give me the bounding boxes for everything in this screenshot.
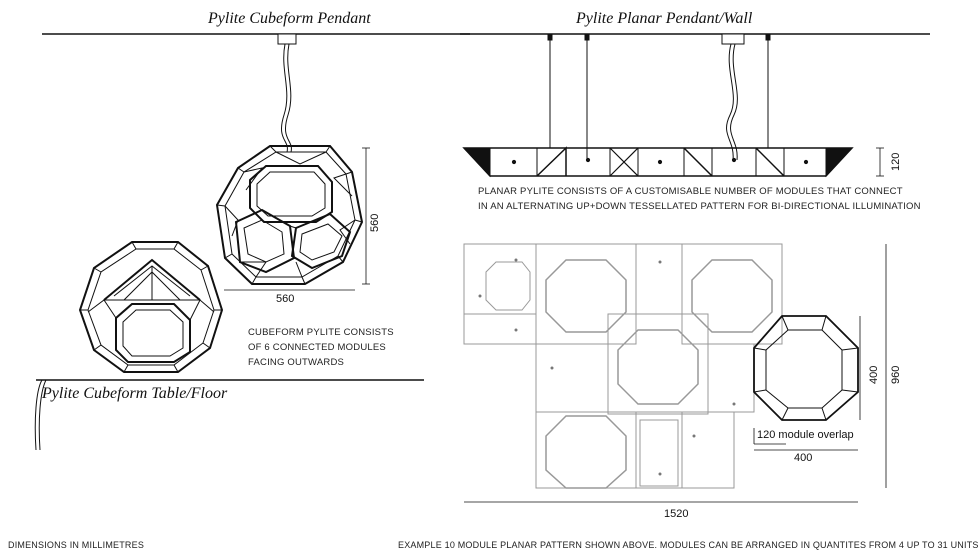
pendant-height-label: 560 [369,213,381,232]
cubeform-note-line3: FACING OUTWARDS [248,357,345,368]
floor-cable [34,379,43,451]
planar-pattern [463,243,783,489]
pattern-dimension-lines [464,244,887,503]
cubeform-note-line1: CUBEFORM PYLITE CONSISTS [248,327,394,338]
highlighted-module [753,315,859,421]
cubeform-pendant [215,33,364,285]
title-planar-pendant-wall: Pylite Planar Pendant/Wall [576,10,753,27]
title-cubeform-pendant: Pylite Cubeform Pendant [208,10,371,27]
planar-pendant [462,33,854,178]
drawing-canvas [34,33,930,503]
planar-height-label: 120 [890,152,902,171]
planar-width-label: 1520 [664,508,689,520]
pendant-dimension-lines [224,147,370,291]
cubeform-note-line2: OF 6 CONNECTED MODULES [248,342,386,353]
module-width-label: 400 [794,452,813,464]
planar-height-dimension [876,147,884,177]
pattern-dots [478,258,736,476]
planar-depth-400-label: 400 [868,365,880,384]
title-cubeform-table-floor: Pylite Cubeform Table/Floor [42,385,228,402]
planar-note-line2: IN AN ALTERNATING UP+DOWN TESSELLATED PA… [478,201,921,212]
planar-note-line1: PLANAR PYLITE CONSISTS OF A CUSTOMISABLE… [478,186,903,197]
planar-depth-960-label: 960 [890,365,902,384]
footer-right-note: EXAMPLE 10 MODULE PLANAR PATTERN SHOWN A… [398,540,979,550]
cubeform-table-floor [78,241,224,373]
pendant-width-label: 560 [276,293,295,305]
footer-left-note: DIMENSIONS IN MILLIMETRES [8,540,145,550]
module-overlap-label: 120 module overlap [757,429,854,441]
